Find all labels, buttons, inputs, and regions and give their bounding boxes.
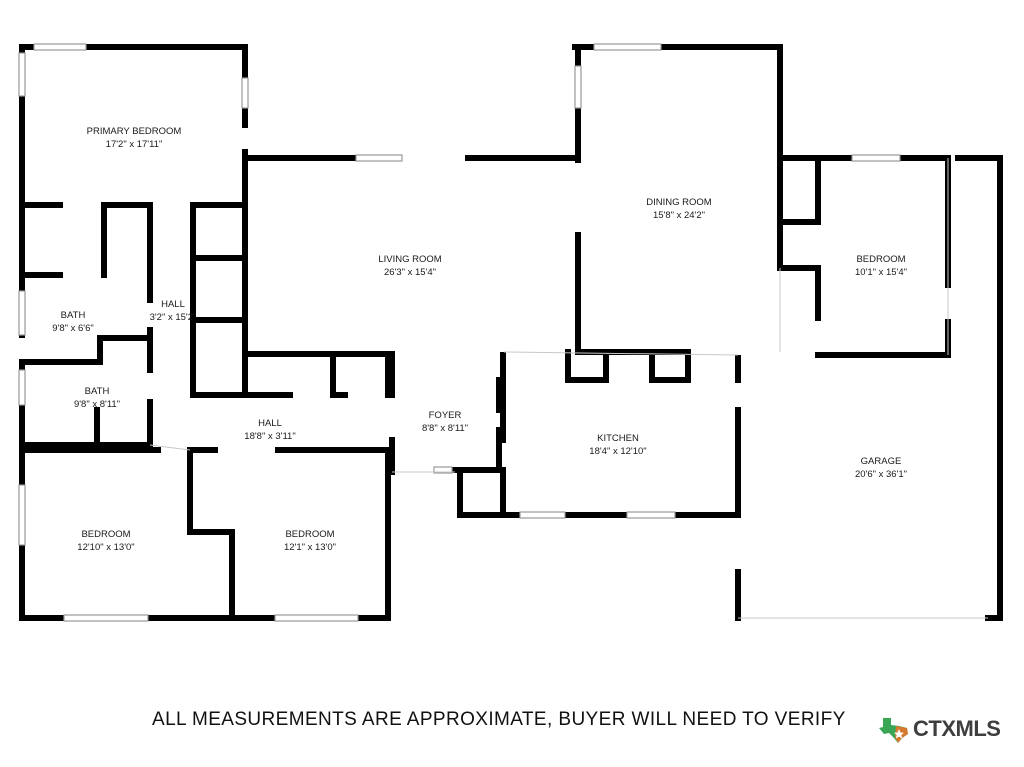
walls <box>19 44 1003 621</box>
room-name: BEDROOM <box>285 529 334 540</box>
disclaimer-text: ALL MEASUREMENTS ARE APPROXIMATE, BUYER … <box>152 709 846 730</box>
room-name: BEDROOM <box>81 529 130 540</box>
room-bedroom-east: BEDROOM 10'1" x 15'4" <box>855 254 907 278</box>
room-name: LIVING ROOM <box>378 254 441 265</box>
room-bath-2: BATH 9'8" x 8'11" <box>74 386 120 410</box>
room-name: DINING ROOM <box>646 197 712 208</box>
room-kitchen: KITCHEN 18'4" x 12'10" <box>589 433 646 457</box>
room-name: PRIMARY BEDROOM <box>87 126 182 137</box>
thin-lines <box>149 158 988 619</box>
room-living-room: LIVING ROOM 26'3" x 15'4" <box>378 254 441 278</box>
room-hall-2: HALL 18'8" x 3'11" <box>244 418 295 442</box>
room-dimensions: 3'2" x 15'2" <box>150 312 197 323</box>
room-dimensions: 20'6" x 36'1" <box>855 469 907 480</box>
room-primary-bedroom: PRIMARY BEDROOM 17'2" x 17'11" <box>87 126 182 150</box>
room-dimensions: 12'1" x 13'0" <box>284 542 336 553</box>
room-name: HALL <box>161 299 185 310</box>
room-dimensions: 15'8" x 24'2" <box>653 210 705 221</box>
room-dimensions: 17'2" x 17'11" <box>106 139 163 150</box>
room-labels: PRIMARY BEDROOM 17'2" x 17'11" LIVING RO… <box>52 126 907 553</box>
room-dimensions: 18'8" x 3'11" <box>244 431 295 442</box>
room-dimensions: 8'8" x 8'11" <box>422 423 468 434</box>
room-bath-1: BATH 9'8" x 6'6" <box>52 310 94 334</box>
room-dimensions: 18'4" x 12'10" <box>589 446 646 457</box>
room-foyer: FOYER 8'8" x 8'11" <box>422 410 468 434</box>
room-bedroom-south: BEDROOM 12'1" x 13'0" <box>284 529 336 553</box>
ctxmls-logo: CTXMLS <box>877 716 1002 746</box>
room-name: KITCHEN <box>597 433 639 444</box>
room-name: BEDROOM <box>856 254 905 265</box>
room-dimensions: 12'10" x 13'0" <box>77 542 134 553</box>
windows <box>18 43 901 622</box>
texas-map-icon <box>879 718 908 743</box>
room-name: BATH <box>61 310 86 321</box>
floor-plan: PRIMARY BEDROOM 17'2" x 17'11" LIVING RO… <box>18 43 1003 622</box>
room-dimensions: 26'3" x 15'4" <box>384 267 436 278</box>
room-dimensions: 9'8" x 8'11" <box>74 399 120 410</box>
logo-text: CTXMLS <box>913 716 1001 741</box>
room-dimensions: 9'8" x 6'6" <box>52 323 94 334</box>
room-hall-1: HALL 3'2" x 15'2" <box>150 299 197 323</box>
room-dining-room: DINING ROOM 15'8" x 24'2" <box>646 197 712 221</box>
room-dimensions: 10'1" x 15'4" <box>855 267 907 278</box>
room-name: HALL <box>258 418 282 429</box>
room-garage: GARAGE 20'6" x 36'1" <box>855 456 907 480</box>
room-name: GARAGE <box>861 456 902 467</box>
room-name: FOYER <box>429 410 462 421</box>
room-name: BATH <box>85 386 110 397</box>
room-bedroom-southwest: BEDROOM 12'10" x 13'0" <box>77 529 134 553</box>
